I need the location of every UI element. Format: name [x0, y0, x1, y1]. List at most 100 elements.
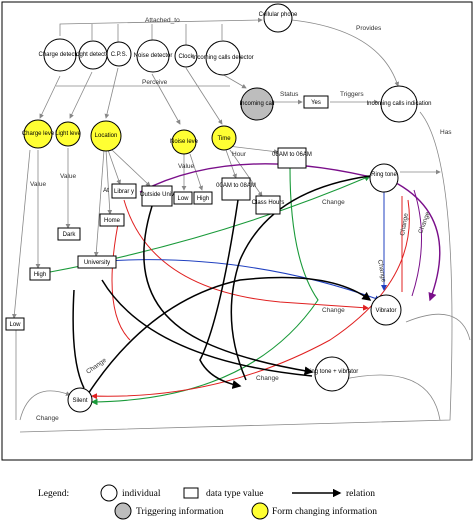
- node-university: University: [77, 255, 117, 269]
- edge-attached-to: [59, 17, 263, 36]
- edge-perceive-time: [185, 67, 223, 125]
- edge-black-4: [87, 276, 372, 395]
- edge-vibrator-right: [405, 313, 471, 341]
- edge-value-charge-low: [11, 149, 31, 319]
- edge-black-5: [72, 289, 85, 389]
- node-cps: C.P.S.: [106, 41, 132, 67]
- node-label: Light leve: [55, 131, 81, 137]
- node-dark: Dark: [57, 227, 81, 241]
- node-label: Incoming calls detector: [192, 55, 253, 61]
- node-time: Time: [211, 125, 237, 151]
- node-ring-vibrator: Ring tone + vibrator: [306, 356, 358, 392]
- node-charge-detector: Charge detector: [38, 38, 82, 72]
- legend: Legend: individual data type value relat…: [38, 484, 377, 520]
- node-outside-univ: Outside Univ: [140, 185, 174, 207]
- node-range-00-08: 00AM to 08AM: [216, 177, 256, 201]
- edge-label-change-7: Change: [85, 357, 108, 376]
- edge-label-change-5: Change: [322, 307, 345, 314]
- node-incoming-calls-indication: Incoming calls indication: [366, 85, 432, 123]
- edge-label-change-6: Change: [256, 375, 279, 382]
- edge-label-change-8: Change: [36, 415, 59, 422]
- legend-form-changing-swatch: [251, 502, 269, 520]
- edge-location-home: [105, 149, 113, 215]
- node-label: C.P.S.: [111, 52, 128, 58]
- node-label: Light detector: [75, 52, 111, 58]
- node-label: Time: [217, 136, 231, 142]
- node-label: 00AM to 08AM: [216, 183, 256, 189]
- edge-perceive-charge: [39, 75, 61, 119]
- legend-individual-swatch: [100, 484, 118, 502]
- node-label: Charge leve: [22, 131, 55, 137]
- edge-label-attached-to: Attached_to: [145, 17, 180, 24]
- edge-hour-range1: [227, 145, 279, 154]
- node-label: Noise leve: [170, 139, 199, 145]
- edge-label-change-1: Change: [322, 199, 345, 206]
- label-at: At: [103, 188, 109, 194]
- edge-change-red-2: [111, 213, 131, 341]
- node-label: Location: [95, 133, 118, 139]
- edge-location-outside: [111, 149, 151, 187]
- node-label: Librar y: [114, 189, 134, 195]
- edge-location-university: [93, 149, 105, 257]
- node-class-hours: Class Hours: [252, 195, 285, 215]
- legend-individual-label: individual: [122, 489, 161, 499]
- node-label: Low: [177, 196, 189, 202]
- legend-form-changing-label: Form changing information: [272, 506, 377, 517]
- edge-black-3: [230, 175, 371, 381]
- edge-label-status: Status: [280, 91, 299, 98]
- legend-datatype-swatch: [183, 487, 199, 499]
- edge-silent-change: [19, 390, 71, 421]
- legend-datatype-label: data type value: [206, 489, 264, 499]
- edge-label-value-light: Value: [60, 173, 77, 180]
- edge-has: [19, 111, 453, 433]
- node-noise-level: Noise leve: [170, 129, 199, 155]
- node-low-noise: Low: [173, 191, 193, 205]
- node-light-detector: Light detector: [75, 40, 111, 70]
- edge-label-change-4: Change: [376, 259, 387, 283]
- node-range-08-06: 08AM to 06AM: [272, 147, 312, 169]
- edge-label-perceive: Perceive: [142, 79, 168, 86]
- node-label: Ring tone: [371, 172, 397, 178]
- edge-provides: [291, 19, 400, 87]
- edge-ringvib-right: [339, 374, 441, 421]
- edge-black-6: [101, 279, 313, 377]
- edge-hour-class: [229, 149, 263, 197]
- node-label: High: [34, 272, 46, 278]
- edge-black-2: [143, 199, 314, 376]
- edge-perceive-noise: [151, 73, 181, 125]
- edge-label-triggers: Triggers: [340, 91, 364, 98]
- edges-structural: [11, 17, 471, 433]
- node-label: Home: [104, 218, 121, 224]
- legend-relation-label: relation: [346, 489, 375, 499]
- node-label: Class Hours: [252, 200, 285, 206]
- edge-black-1: [199, 199, 242, 389]
- node-yes: Yes: [303, 95, 329, 109]
- node-label: Incoming calls indication: [366, 101, 431, 107]
- node-label: Vibrator: [376, 308, 397, 314]
- node-label: University: [84, 260, 110, 266]
- node-label: High: [197, 196, 209, 202]
- node-charge-level: Charge leve: [22, 119, 55, 149]
- legend-triggering-label: Triggering information: [136, 506, 224, 517]
- edge-change-blue-1: [91, 259, 381, 302]
- edges-black-curves: [72, 175, 372, 395]
- legend-title: Legend:: [38, 489, 69, 499]
- edge-change-red-1: [123, 199, 369, 311]
- node-label: Low: [9, 322, 21, 328]
- node-label: Yes: [311, 100, 321, 106]
- node-label: Cellular phone: [259, 12, 298, 18]
- node-label: Dark: [63, 232, 77, 238]
- node-label: Clock: [178, 54, 194, 60]
- edge-change-green-2: [90, 167, 319, 406]
- node-incoming-call: Incoming call: [239, 87, 275, 121]
- node-incoming-calls-detector: Incoming calls detector: [192, 40, 254, 76]
- node-location: Location: [90, 120, 122, 152]
- node-label: Outside Univ: [140, 192, 174, 198]
- node-label: Noise detector: [134, 53, 173, 59]
- node-high-charge: High: [29, 267, 51, 281]
- diagram-frame: [1, 1, 473, 461]
- edge-label-value-charge: Value: [30, 181, 47, 188]
- node-label: Incoming call: [239, 101, 274, 107]
- node-label: Silent: [72, 398, 87, 404]
- node-ring-tone: Ring tone: [369, 163, 399, 193]
